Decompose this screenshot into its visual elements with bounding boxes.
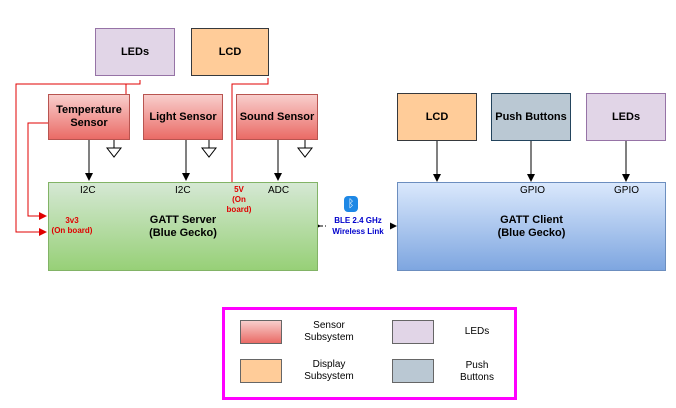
legend: Sensor Subsystem LEDs Display Subsystem … xyxy=(222,307,517,400)
client-push-buttons-label: Push Buttons xyxy=(495,110,567,123)
bluetooth-icon: ᛒ xyxy=(344,196,358,212)
server-port-adc: ADC xyxy=(268,185,290,196)
server-power-3v3: 3v3 (On board) xyxy=(51,216,93,235)
legend-swatch-sensor xyxy=(240,320,282,344)
client-port-gpio-1: GPIO xyxy=(520,185,546,196)
top-lcd-label: LCD xyxy=(218,45,242,58)
client-port-gpio-2: GPIO xyxy=(614,185,640,196)
top-leds-box: LEDs xyxy=(95,28,175,76)
wireless-link-label: BLE 2.4 GHz Wireless Link xyxy=(326,215,390,237)
light-sensor-box: Light Sensor xyxy=(143,94,223,140)
temperature-sensor-box: Temperature Sensor xyxy=(48,94,130,140)
legend-label-display: Display Subsystem xyxy=(304,359,354,382)
power-line-3v3 xyxy=(15,80,141,236)
client-push-buttons-box: Push Buttons xyxy=(491,93,571,141)
legend-swatch-leds xyxy=(392,320,434,344)
gatt-server-label: GATT Server (Blue Gecko) xyxy=(149,213,217,239)
server-power-5v: 5V (On board) xyxy=(226,185,252,214)
legend-swatch-display xyxy=(240,359,282,383)
legend-label-sensor: Sensor Subsystem xyxy=(304,320,354,343)
power-line-temp xyxy=(27,122,48,220)
sound-sensor-box: Sound Sensor xyxy=(236,94,318,140)
ground-symbol-temp xyxy=(105,140,123,158)
client-leds-label: LEDs xyxy=(611,110,641,123)
gatt-client-box: GATT Client (Blue Gecko) xyxy=(397,182,666,271)
gatt-server-box: GATT Server (Blue Gecko) xyxy=(48,182,318,271)
legend-swatch-push-buttons xyxy=(392,359,434,383)
light-sensor-label: Light Sensor xyxy=(149,110,217,123)
client-leds-box: LEDs xyxy=(586,93,666,141)
legend-label-leds: LEDs xyxy=(464,326,490,337)
temperature-sensor-label: Temperature Sensor xyxy=(56,104,122,129)
sound-sensor-label: Sound Sensor xyxy=(239,110,315,123)
top-lcd-box: LCD xyxy=(191,28,269,76)
ground-symbol-light xyxy=(200,140,218,158)
ground-symbol-sound xyxy=(296,140,314,158)
legend-label-push-buttons: Push Buttons xyxy=(460,360,494,383)
power-line-5v xyxy=(231,78,269,186)
top-leds-label: LEDs xyxy=(120,45,150,58)
client-lcd-label: LCD xyxy=(425,110,449,123)
server-port-i2c-1: I2C xyxy=(80,185,96,196)
server-port-i2c-2: I2C xyxy=(175,185,191,196)
client-lcd-box: LCD xyxy=(397,93,477,141)
gatt-client-label: GATT Client (Blue Gecko) xyxy=(497,213,566,239)
